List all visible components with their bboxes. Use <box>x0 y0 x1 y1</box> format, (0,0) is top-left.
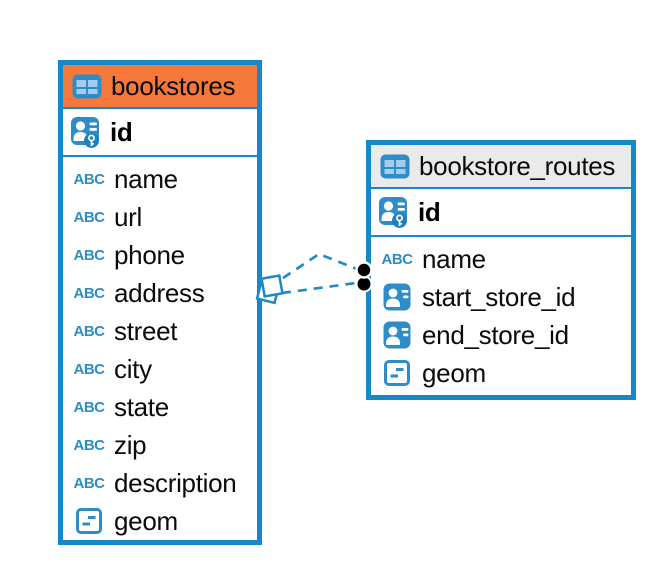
table-header[interactable]: bookstore_routes <box>371 145 631 189</box>
column-name: zip <box>114 429 147 460</box>
text-type-icon: ABC <box>73 474 106 492</box>
column-row-name[interactable]: ABC name <box>63 160 257 198</box>
text-type-icon: ABC <box>73 360 106 378</box>
column-row-state[interactable]: ABC state <box>63 388 257 426</box>
column-name: geom <box>422 357 486 388</box>
primary-key-name: id <box>110 116 133 147</box>
column-name: street <box>114 315 178 346</box>
column-name: state <box>114 391 169 422</box>
geometry-type-icon <box>380 360 414 386</box>
column-row-geom[interactable]: geom <box>63 502 257 540</box>
text-type-icon: ABC <box>73 170 106 188</box>
table-title: bookstore_routes <box>419 150 616 181</box>
column-name: geom <box>114 505 178 536</box>
primary-key-icon <box>378 196 409 229</box>
column-name: start_store_id <box>422 281 576 312</box>
reference-type-icon <box>380 283 414 311</box>
table-title: bookstores <box>111 70 236 101</box>
column-row-geom[interactable]: geom <box>371 354 631 392</box>
column-name: url <box>114 201 142 232</box>
primary-key-icon <box>70 116 101 149</box>
column-row-zip[interactable]: ABC zip <box>63 426 257 464</box>
text-type-icon: ABC <box>381 250 414 268</box>
table-header[interactable]: bookstores <box>63 65 257 109</box>
relationship-dashed-line-lower[interactable] <box>281 281 357 295</box>
column-row-phone[interactable]: ABC phone <box>63 236 257 274</box>
text-type-icon: ABC <box>73 436 106 454</box>
column-name: phone <box>114 239 185 270</box>
column-row-description[interactable]: ABC description <box>63 464 257 502</box>
column-name: name <box>422 243 486 274</box>
geometry-type-icon <box>72 508 106 534</box>
column-row-url[interactable]: ABC url <box>63 198 257 236</box>
text-type-icon: ABC <box>73 284 106 302</box>
reference-type-icon <box>380 321 414 349</box>
column-name: address <box>114 277 205 308</box>
column-row-address[interactable]: ABC address <box>63 274 257 312</box>
relationship-dashed-line-upper[interactable] <box>282 252 358 280</box>
primary-key-name: id <box>418 196 441 227</box>
column-row-end_store_id[interactable]: end_store_id <box>371 316 631 354</box>
table-icon <box>72 74 102 99</box>
column-name: end_store_id <box>422 319 569 350</box>
table-icon <box>380 154 410 179</box>
primary-key-row[interactable]: id <box>63 109 257 157</box>
text-type-icon: ABC <box>73 208 106 226</box>
entity-table-bookstore-routes[interactable]: bookstore_routes id ABC name start_store_i… <box>366 140 636 400</box>
primary-key-row[interactable]: id <box>371 189 631 237</box>
column-name: description <box>114 467 237 498</box>
text-type-icon: ABC <box>73 246 106 264</box>
column-row-name[interactable]: ABC name <box>371 240 631 278</box>
column-row-start_store_id[interactable]: start_store_id <box>371 278 631 316</box>
text-type-icon: ABC <box>73 322 106 340</box>
column-row-city[interactable]: ABC city <box>63 350 257 388</box>
column-name: name <box>114 163 178 194</box>
column-row-street[interactable]: ABC street <box>63 312 257 350</box>
text-type-icon: ABC <box>73 398 106 416</box>
column-name: city <box>114 353 152 384</box>
